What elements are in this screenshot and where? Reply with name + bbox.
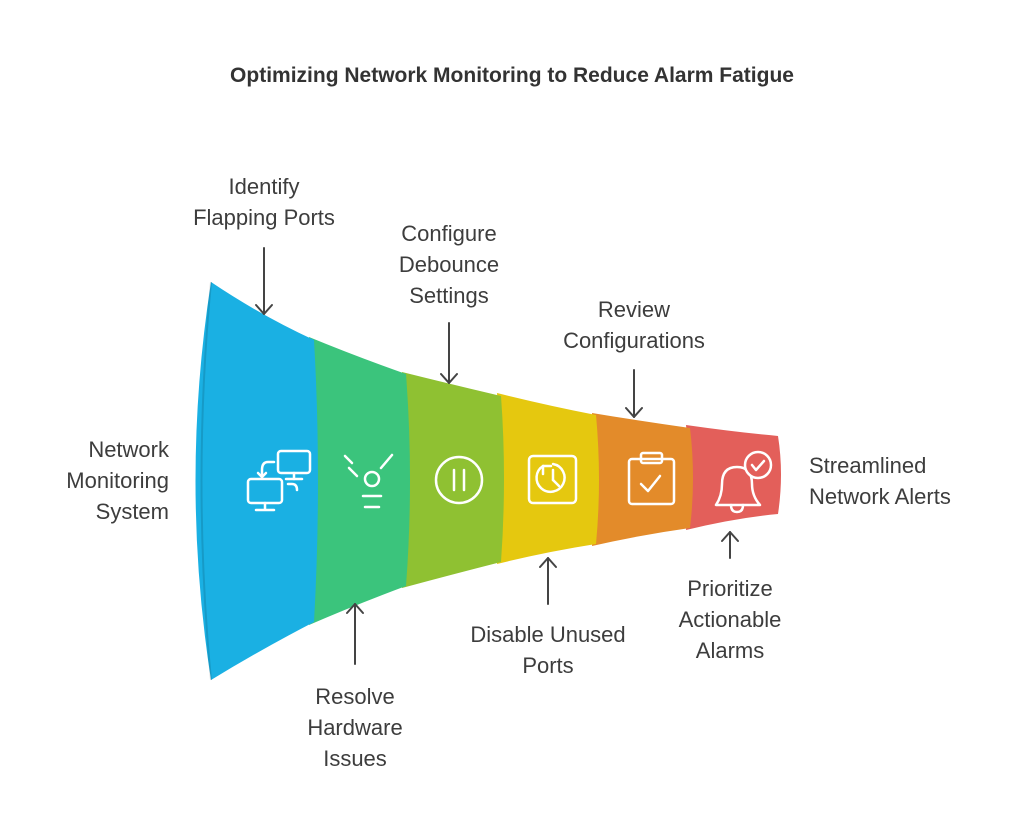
funnel-segment-1 xyxy=(195,282,318,680)
funnel-segment-6 xyxy=(686,425,781,530)
arrow-down-identify xyxy=(255,247,273,315)
monitor-sync-icon xyxy=(246,449,312,512)
refresh-icon xyxy=(527,454,578,505)
stage-label-disable: Disable Unused Ports xyxy=(470,622,626,678)
arrow-up-prioritize xyxy=(721,531,739,559)
stage-label-resolve: Resolve Hardware Issues xyxy=(307,684,403,771)
lightbulb-icon xyxy=(343,453,394,509)
funnel-segment-4 xyxy=(497,393,599,564)
arrow-down-configure xyxy=(440,322,458,384)
pause-icon xyxy=(434,455,484,505)
funnel-rim xyxy=(200,281,212,681)
input-label: Network Monitoring System xyxy=(66,437,169,524)
stage-label-review: Review Configurations xyxy=(563,297,705,353)
output-label: Streamlined Network Alerts xyxy=(809,453,951,509)
bell-check-icon xyxy=(714,450,773,514)
clipboard-check-icon xyxy=(627,451,676,506)
arrow-up-disable xyxy=(539,557,557,605)
funnel-segment-5 xyxy=(592,413,693,546)
stage-label-prioritize: Prioritize Actionable Alarms xyxy=(678,576,782,663)
stage-label-configure: Configure Debounce Settings xyxy=(398,221,500,308)
stage-label-identify: Identify Flapping Ports xyxy=(193,174,335,230)
diagram-title: Optimizing Network Monitoring to Reduce … xyxy=(230,64,794,87)
arrow-down-review xyxy=(625,369,643,418)
funnel-segment-2 xyxy=(309,337,410,625)
arrow-up-resolve xyxy=(346,603,364,665)
